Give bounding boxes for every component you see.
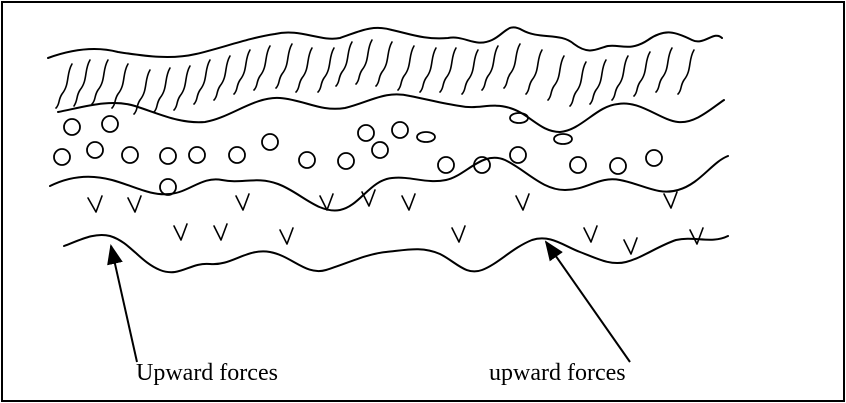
v-marks [87, 189, 704, 255]
upward-forces-label-right: upward forces [489, 360, 626, 386]
left-upward-arrow [107, 244, 138, 363]
v-layer-bottom-boundary [63, 234, 729, 274]
grain-circles [53, 112, 663, 196]
hatched-circle-boundary [57, 93, 725, 133]
right-upward-arrow [544, 240, 631, 363]
upper-layer-top-boundary [47, 26, 723, 59]
upward-forces-label-left: Upward forces [136, 360, 278, 386]
hatch-strokes [55, 39, 695, 115]
